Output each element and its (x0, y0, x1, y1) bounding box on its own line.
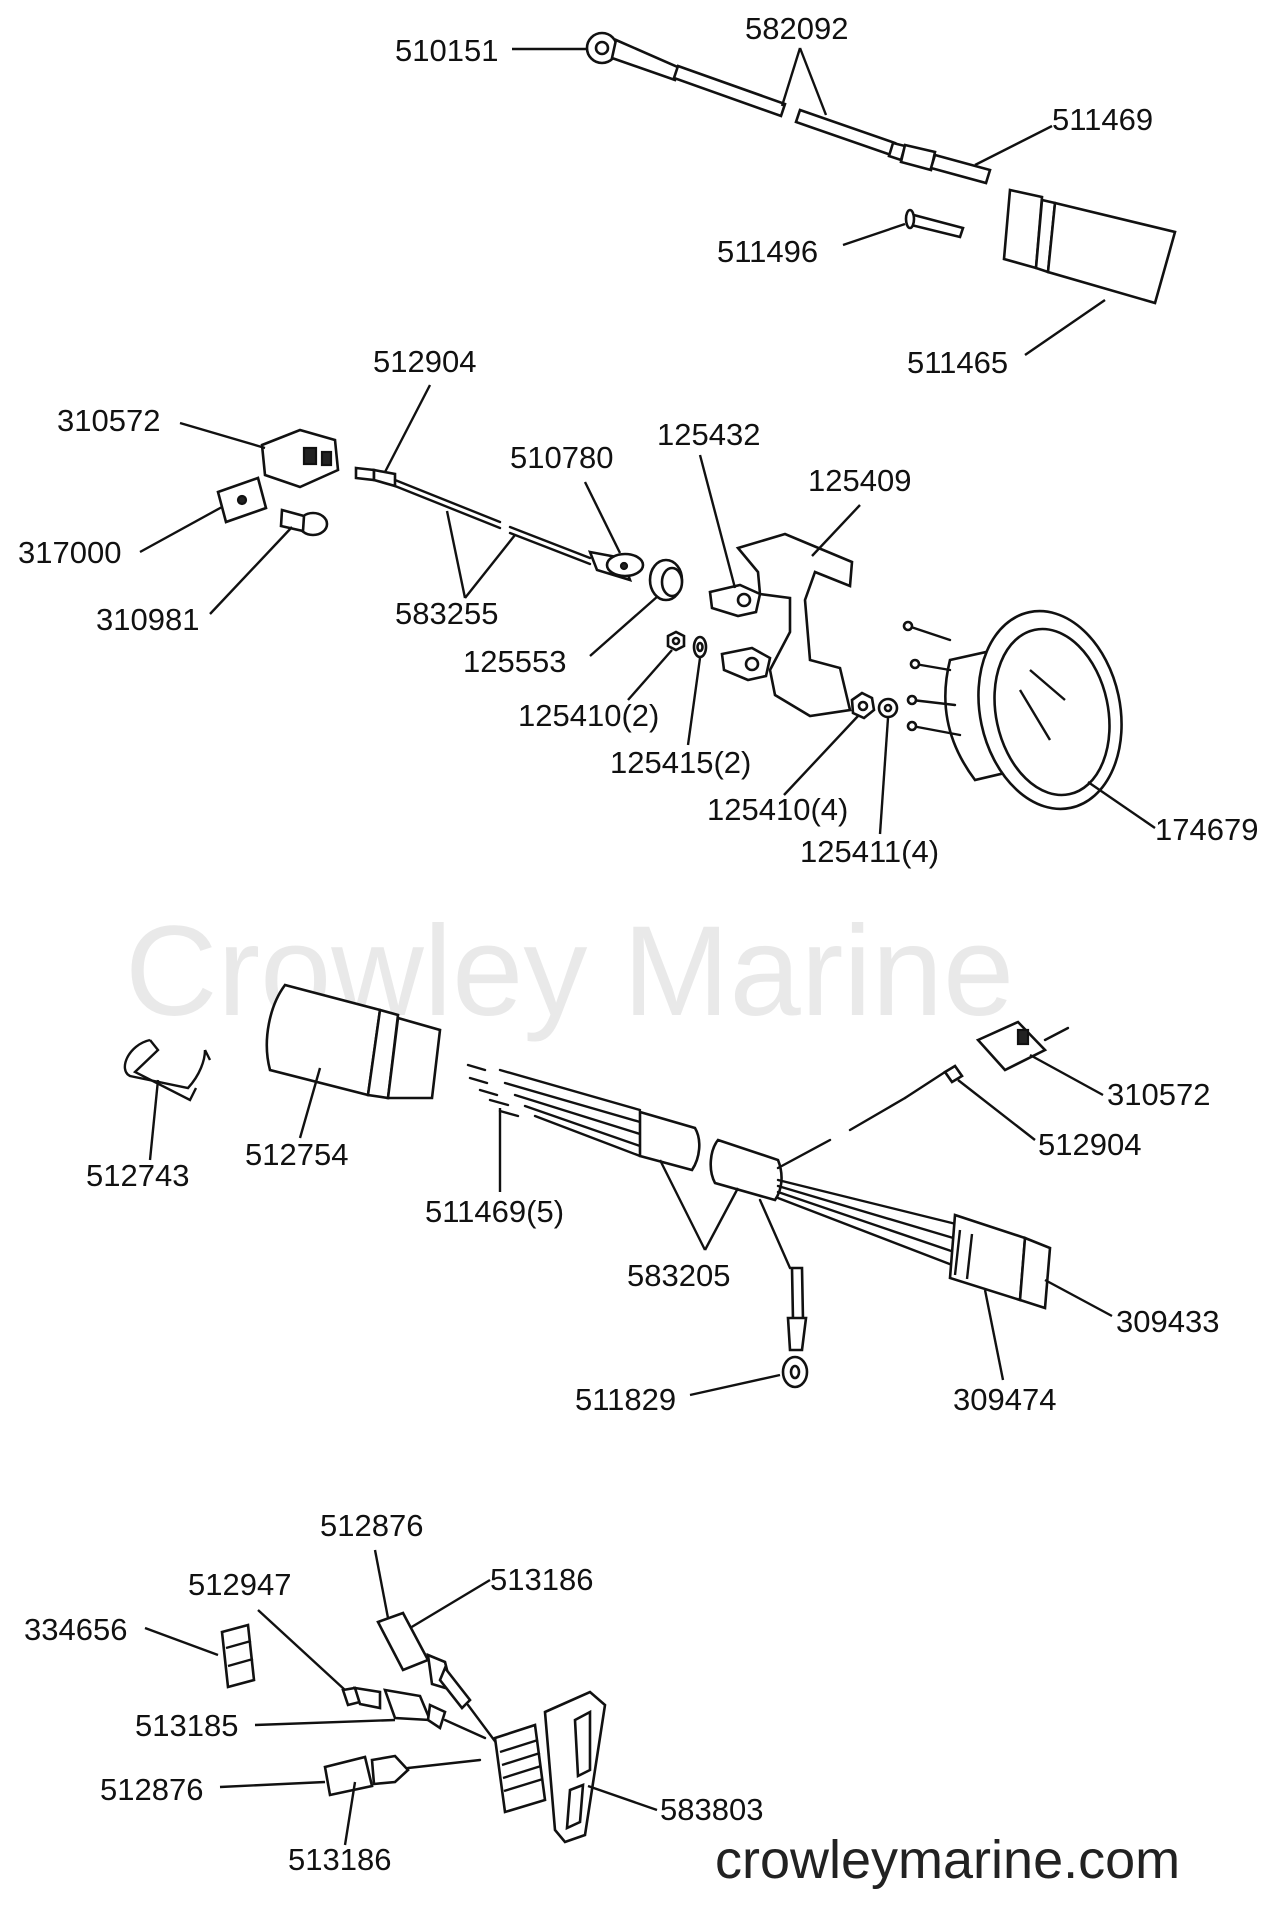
part-label-511496: 511496 (717, 234, 818, 269)
connector-309474-part (948, 1213, 1052, 1310)
sleeve-part (265, 983, 442, 1100)
clip-part (123, 1038, 212, 1102)
wire-assembly-top: 510151 582092 511469 511496 511465 (395, 11, 1177, 380)
part-label-583255: 583255 (395, 596, 498, 631)
fuse-part (220, 1623, 256, 1689)
fuse-holder-assembly: 512876 512947 513186 334656 513185 51287… (24, 1508, 763, 1877)
sleeve-512876-lower-part (323, 1754, 482, 1797)
terminals-511469-part (466, 1063, 642, 1158)
part-label-309433: 309433 (1116, 1304, 1219, 1339)
part-label-510151: 510151 (395, 33, 498, 68)
site-url: crowleymarine.com (715, 1830, 1180, 1890)
part-label-511465: 511465 (907, 345, 1008, 380)
nut-125410-4-part (850, 691, 876, 720)
part-label-125553: 125553 (463, 644, 566, 679)
pin-part (904, 208, 965, 239)
part-label-512743: 512743 (86, 1158, 189, 1193)
terminal-512904-harness-part (943, 1064, 964, 1084)
screw-part (279, 508, 329, 537)
part-label-125432: 125432 (657, 417, 760, 452)
terminal-512904-part (354, 466, 592, 566)
part-label-513186-b: 513186 (288, 1842, 391, 1877)
connector-310572-harness-part (975, 1020, 1070, 1072)
part-label-310572-harness: 310572 (1107, 1077, 1210, 1112)
part-label-512947: 512947 (188, 1567, 291, 1602)
part-label-174679: 174679 (1155, 812, 1258, 847)
part-label-125410-2: 125410(2) (518, 698, 659, 733)
part-label-125415-2: 125415(2) (610, 745, 751, 780)
part-label-317000: 317000 (18, 535, 121, 570)
part-label-513185: 513185 (135, 1708, 238, 1743)
part-label-511469-5: 511469(5) (425, 1194, 564, 1229)
nut-125410-part (666, 630, 686, 652)
terminal-part (887, 141, 992, 185)
part-label-125411-4: 125411(4) (800, 834, 939, 869)
grommet-part (648, 558, 684, 602)
part-label-511829: 511829 (575, 1382, 676, 1417)
part-label-512876-a: 512876 (320, 1508, 423, 1543)
part-label-334656: 334656 (24, 1612, 127, 1647)
connector-body-part (1002, 188, 1177, 305)
part-label-309474: 309474 (953, 1382, 1056, 1417)
part-label-512904: 512904 (373, 344, 476, 379)
lock-washer-part (877, 697, 899, 719)
fuse-holder-body-part (493, 1690, 607, 1844)
connector-310572-part (260, 428, 340, 489)
terminal-512947-part (341, 1686, 487, 1740)
part-label-583803: 583803 (660, 1792, 763, 1827)
part-label-512754: 512754 (245, 1137, 348, 1172)
part-label-125410-4: 125410(4) (707, 792, 848, 827)
part-label-512904-harness: 512904 (1038, 1127, 1141, 1162)
terminal-125432-part (708, 583, 772, 682)
ring-terminal-part (585, 31, 682, 82)
part-label-511469: 511469 (1052, 102, 1153, 137)
part-label-513186-a: 513186 (490, 1562, 593, 1597)
part-label-125409: 125409 (808, 463, 911, 498)
sleeve-512876-upper-part (376, 1611, 502, 1750)
strap-125409-part (735, 532, 854, 718)
part-label-583205: 583205 (627, 1258, 730, 1293)
washer-125415-part (692, 635, 708, 659)
part-label-512876-b: 512876 (100, 1772, 203, 1807)
ring-terminal-511829-part (781, 1266, 809, 1389)
harness-assembly: 310572 512904 512743 512754 511469(5) 58… (86, 983, 1219, 1417)
part-label-582092: 582092 (745, 11, 848, 46)
part-label-310981: 310981 (96, 602, 199, 637)
part-label-510780: 510780 (510, 440, 613, 475)
wire-segment-part (672, 64, 897, 157)
part-label-310572: 310572 (57, 403, 160, 438)
bracket-part (216, 476, 268, 524)
gauge-assembly: 512904 310572 510780 125432 125409 31700… (18, 344, 1258, 869)
watermark: Crowley Marine (125, 900, 1014, 1043)
gauge-part (902, 609, 1123, 811)
sleeve-583205-part (638, 1110, 783, 1202)
ring-terminal-510780-part (587, 550, 645, 582)
